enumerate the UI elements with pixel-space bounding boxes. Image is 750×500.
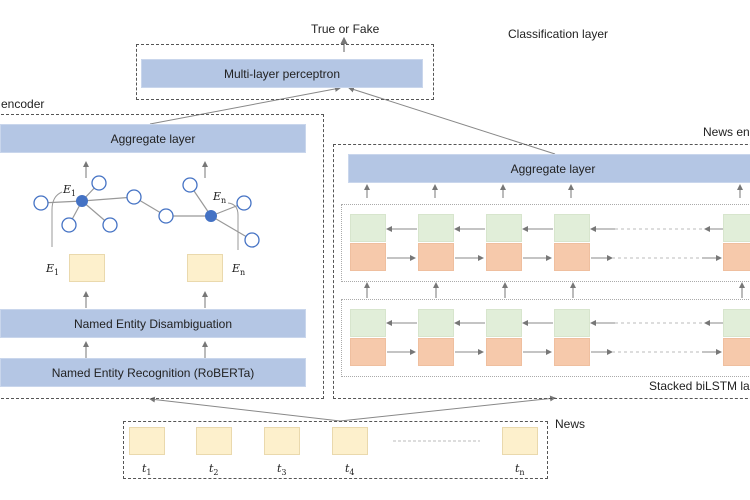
ned-block: Named Entity Disambiguation xyxy=(0,309,306,338)
ner-block: Named Entity Recognition (RoBERTa) xyxy=(0,358,306,387)
bilstm-to-aggregate-arrows xyxy=(364,184,743,198)
graph-node xyxy=(126,189,142,205)
news-aggregate-label: Aggregate layer xyxy=(510,161,596,176)
entity-to-mlp-arrow xyxy=(149,85,341,125)
token-label: t3 xyxy=(277,462,287,478)
layer-stack-arrows xyxy=(364,282,745,298)
bilstm-backward-cell xyxy=(554,214,590,242)
bilstm-forward-cell xyxy=(486,338,522,366)
bilstm-forward-cell xyxy=(418,243,454,271)
bilstm-forward-cell xyxy=(723,338,750,366)
graph-node xyxy=(158,208,174,224)
token-label: t4 xyxy=(345,462,355,478)
news-aggregate-layer: Aggregate layer xyxy=(348,154,750,183)
entity-1-embed-label: E1 xyxy=(46,262,60,278)
token-label: t1 xyxy=(142,462,152,478)
bilstm-layer-2 xyxy=(341,299,750,377)
bilstm-backward-cell xyxy=(350,214,386,242)
entity-aggregate-label: Aggregate layer xyxy=(110,131,196,146)
bilstm-backward-cell xyxy=(486,214,522,242)
news-token xyxy=(502,427,538,455)
bilstm-forward-cell xyxy=(486,243,522,271)
bilstm-backward-cell xyxy=(554,309,590,337)
entity-n-leader xyxy=(227,202,239,250)
bilstm-backward-cell xyxy=(418,309,454,337)
graph-node xyxy=(91,175,107,191)
entity-n-embedding xyxy=(187,254,223,282)
bilstm-forward-cell xyxy=(723,243,750,271)
entity-encoder-label: encoder xyxy=(1,97,45,111)
entity-n-embed-label: En xyxy=(232,262,246,278)
entity-1-leader xyxy=(51,191,63,247)
news-token xyxy=(129,427,165,455)
entity-1-embedding xyxy=(69,254,105,282)
entity-1-graph-label: E1 xyxy=(63,183,77,199)
bilstm-backward-cell xyxy=(723,214,750,242)
news-token xyxy=(264,427,300,455)
token-label: tn xyxy=(515,462,525,478)
news-token xyxy=(196,427,232,455)
graph-node xyxy=(236,195,252,211)
bilstm-forward-cell xyxy=(554,243,590,271)
bilstm-label: Stacked biLSTM la xyxy=(649,379,750,393)
bilstm-forward-cell xyxy=(350,243,386,271)
entity-node-1 xyxy=(76,195,88,207)
bilstm-recurrent-arrows xyxy=(386,226,723,355)
bilstm-backward-cell xyxy=(350,309,386,337)
news-input-label: News xyxy=(555,417,586,431)
bilstm-forward-cell xyxy=(418,338,454,366)
ner-label: Named Entity Recognition (RoBERTa) xyxy=(51,365,255,380)
news-token xyxy=(332,427,368,455)
graph-node xyxy=(102,217,118,233)
news-encoder-label: News en xyxy=(703,125,750,139)
entity-encoder-box xyxy=(0,114,324,399)
graph-nodes xyxy=(33,175,260,248)
bilstm-forward-cell xyxy=(350,338,386,366)
entity-aggregate-layer: Aggregate layer xyxy=(0,124,306,153)
bilstm-backward-cell xyxy=(486,309,522,337)
news-input-box xyxy=(123,421,548,479)
news-to-entity-encoder-arrow xyxy=(149,396,341,422)
news-encoder-box xyxy=(333,144,750,399)
bilstm-backward-cell xyxy=(723,309,750,337)
mlp-label: Multi-layer perceptron xyxy=(223,66,341,81)
graph-node xyxy=(182,177,198,193)
graph-node xyxy=(244,232,260,248)
bilstm-layer-1 xyxy=(341,204,750,282)
token-label: t2 xyxy=(209,462,219,478)
mlp-block: Multi-layer perceptron xyxy=(141,59,423,88)
graph-node xyxy=(61,217,77,233)
classification-layer-label: Classification layer xyxy=(508,27,609,41)
bilstm-backward-cell xyxy=(418,214,454,242)
entity-node-n xyxy=(205,210,217,222)
bilstm-forward-cell xyxy=(554,338,590,366)
ned-label: Named Entity Disambiguation xyxy=(73,316,233,331)
output-label: True or Fake xyxy=(311,22,380,36)
news-to-news-encoder-arrow xyxy=(339,395,556,422)
graph-node xyxy=(33,195,49,211)
entity-n-graph-label: En xyxy=(213,190,227,206)
classification-layer-box xyxy=(136,44,434,100)
